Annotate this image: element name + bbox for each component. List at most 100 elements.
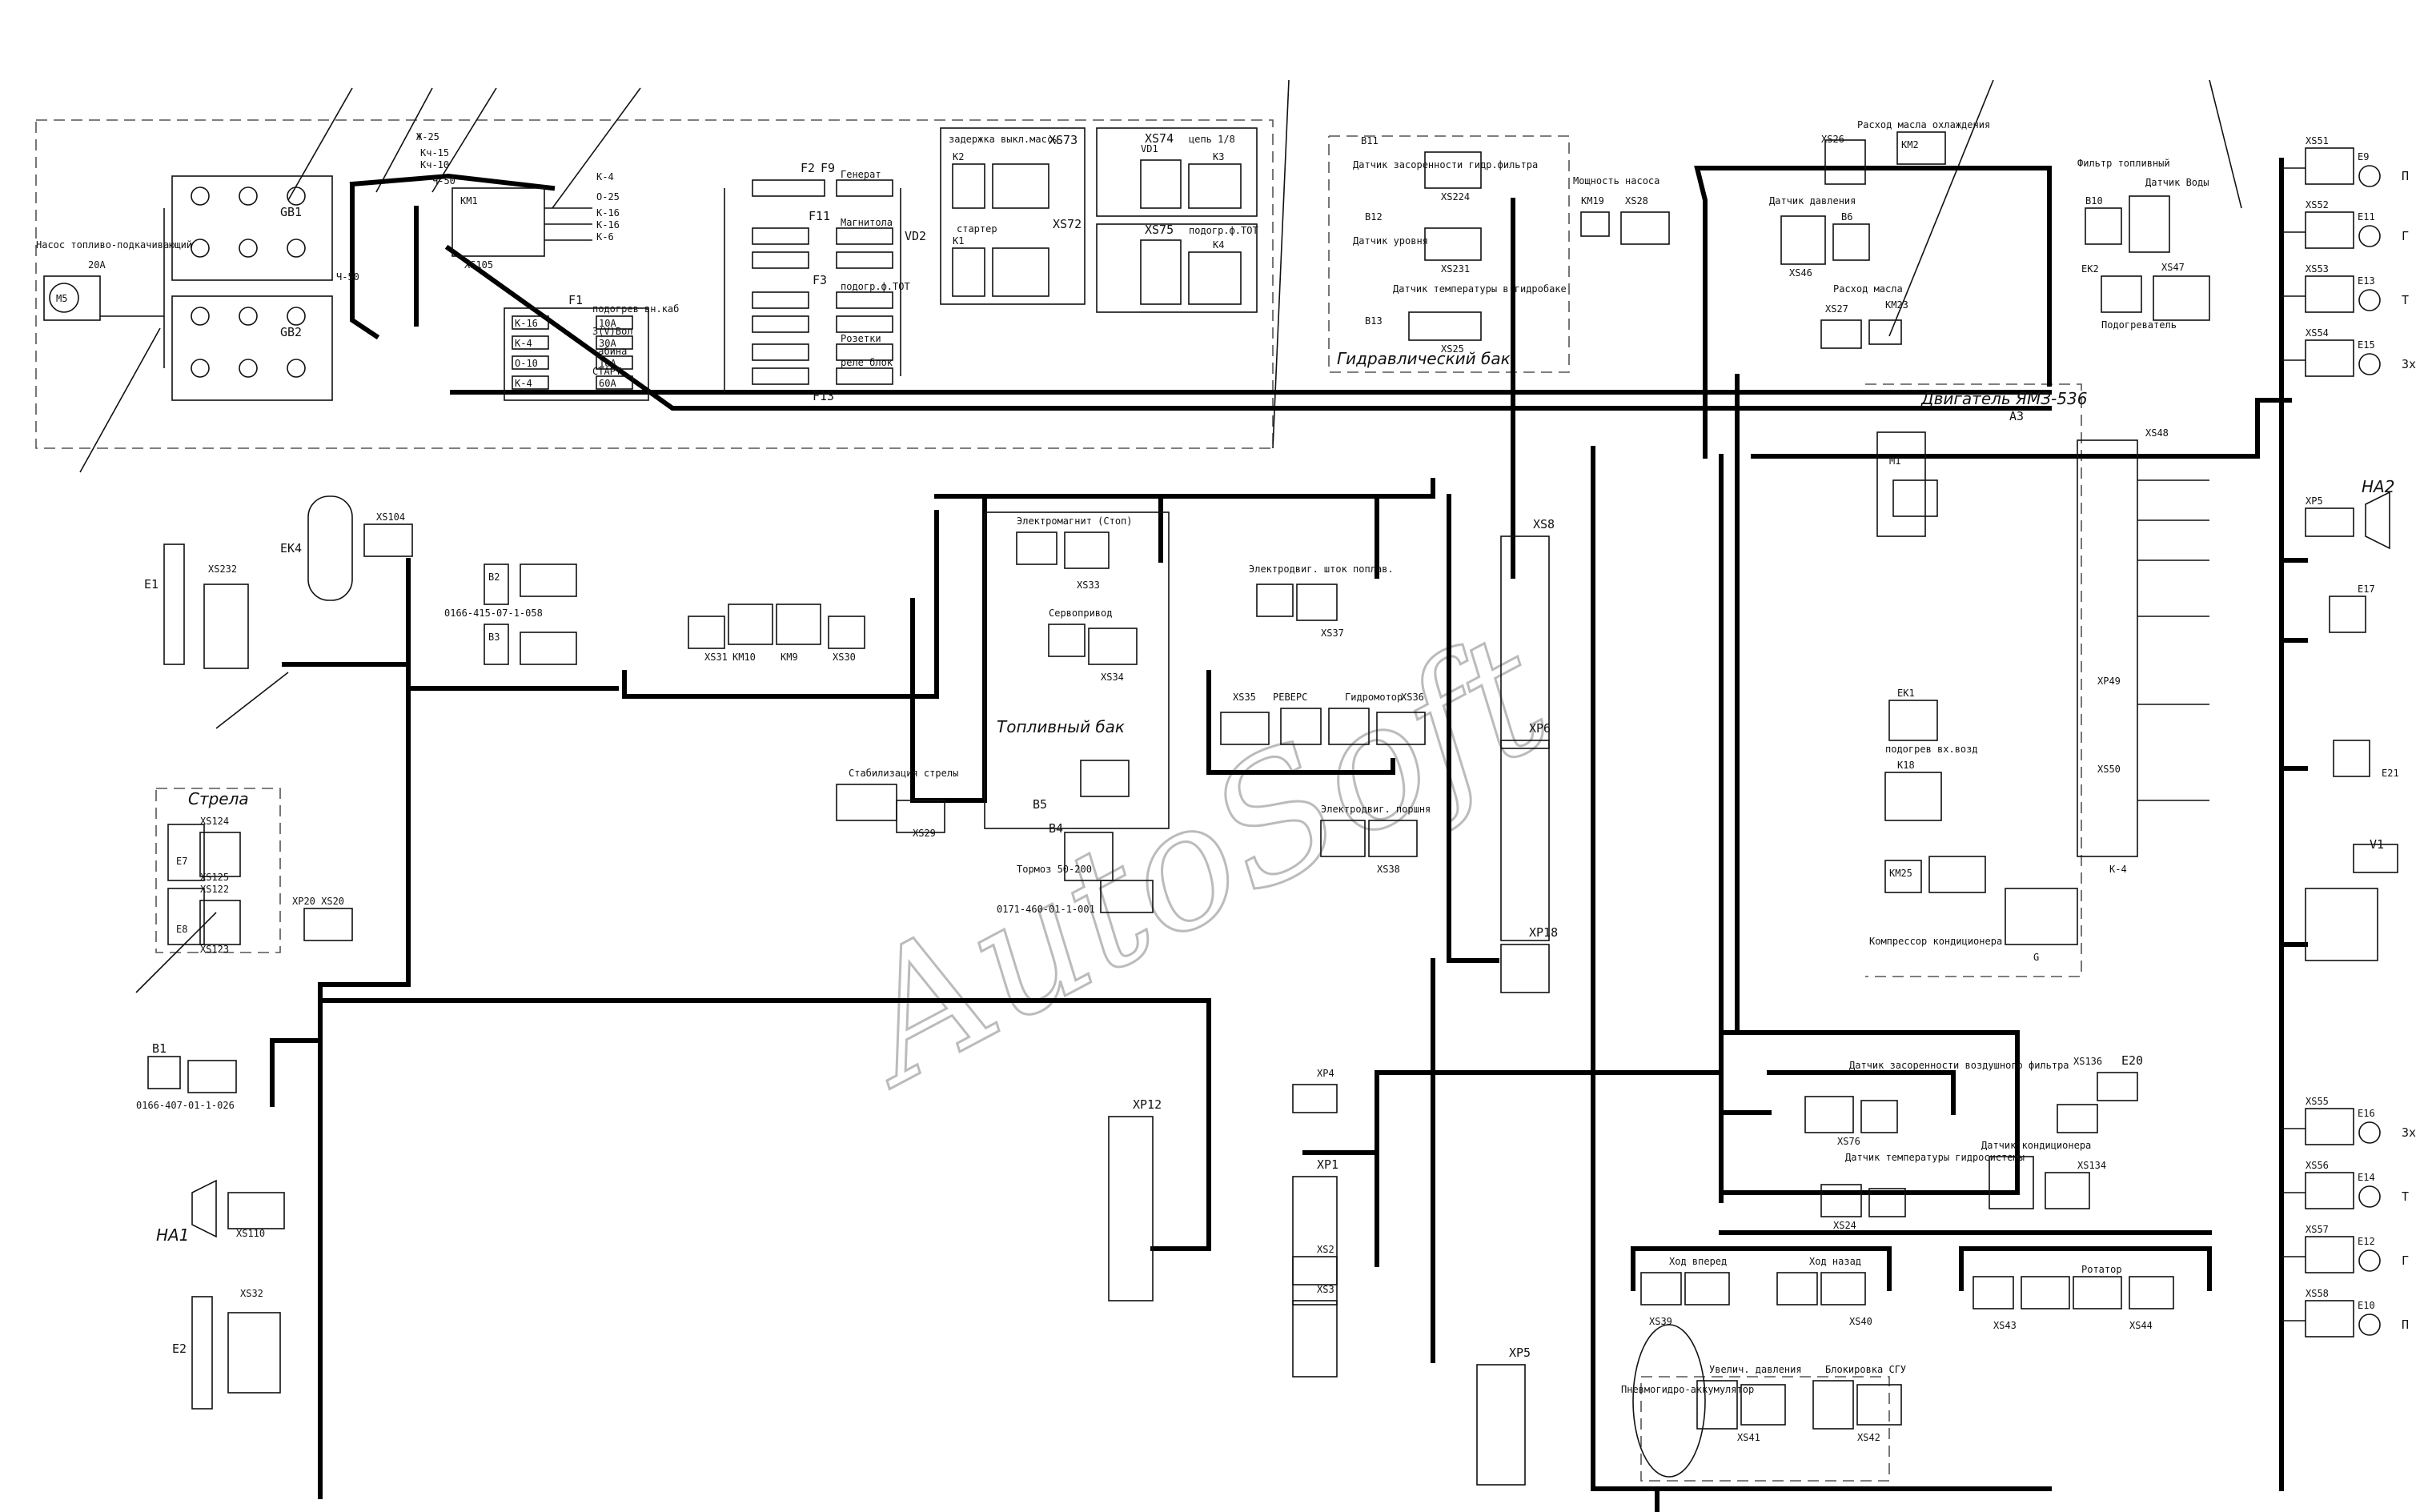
svg-text:Блокировка СГУ: Блокировка СГУ xyxy=(1825,1364,1906,1375)
svg-text:Датчик давления: Датчик давления xyxy=(1769,195,1856,207)
pump-motor-label: M5 xyxy=(56,293,67,304)
svg-text:XS73: XS73 xyxy=(1049,133,1078,147)
svg-text:XS53: XS53 xyxy=(2306,263,2329,275)
svg-text:KM25: KM25 xyxy=(1889,868,1912,879)
svg-text:Стрела: Стрела xyxy=(188,789,249,808)
svg-text:E2: E2 xyxy=(172,1342,187,1356)
svg-text:Датчик кондиционера: Датчик кондиционера xyxy=(1981,1140,2091,1151)
svg-text:РЕВЕРС: РЕВЕРС xyxy=(1273,692,1307,703)
svg-text:E20: E20 xyxy=(2121,1053,2143,1068)
svg-text:K18: K18 xyxy=(1897,760,1915,771)
svg-text:Зх: Зх xyxy=(2402,357,2416,371)
svg-text:XS42: XS42 xyxy=(1857,1432,1880,1443)
svg-text:XS35: XS35 xyxy=(1233,692,1256,703)
svg-text:VD1: VD1 xyxy=(1141,143,1158,154)
watermark: AutoSoft xyxy=(817,596,1578,1125)
supply-label: Ж-25 xyxy=(416,131,439,142)
fuel-pump-title: Насос топливо-подкачивающий xyxy=(36,239,192,251)
svg-text:реле блок: реле блок xyxy=(841,357,893,368)
svg-text:Ход назад: Ход назад xyxy=(1809,1256,1861,1267)
svg-text:Двигатель ЯМЗ-536: Двигатель ЯМЗ-536 xyxy=(1920,389,2087,408)
svg-text:E21: E21 xyxy=(2382,768,2399,779)
battery-gb2: GB2 xyxy=(171,295,333,401)
svg-text:Топливный бак: Топливный бак xyxy=(997,717,1125,736)
svg-text:E7: E7 xyxy=(176,856,187,867)
svg-text:П: П xyxy=(2402,1317,2409,1332)
svg-text:XS31: XS31 xyxy=(704,652,728,663)
relay-block-xs74: XS74 цепь 1/8 K3 VD1 xyxy=(1096,127,1258,217)
svg-text:К-16: К-16 xyxy=(515,318,538,329)
svg-text:3(V)Вол: 3(V)Вол xyxy=(592,326,633,337)
svg-text:E16: E16 xyxy=(2358,1108,2375,1119)
svg-text:XS34: XS34 xyxy=(1101,672,1124,683)
right-devices: E17 E21 V1 xyxy=(2305,584,2399,961)
svg-text:B10: B10 xyxy=(2085,195,2103,207)
svg-text:XS26: XS26 xyxy=(1821,134,1844,145)
svg-text:B11: B11 xyxy=(1361,135,1379,146)
svg-text:F13: F13 xyxy=(813,389,834,403)
svg-text:XS76: XS76 xyxy=(1837,1136,1860,1147)
engine-block: Двигатель ЯМЗ-536 A3 Расход масла охлажд… xyxy=(1769,119,2209,963)
svg-text:F9: F9 xyxy=(821,161,835,175)
svg-text:Т: Т xyxy=(2402,1189,2409,1204)
left-side-devices: EK4 XS104 E1 XS232 Стрела E7 E8 XS124 XS… xyxy=(136,495,865,1410)
svg-text:XS75: XS75 xyxy=(1145,223,1174,237)
svg-text:Мощность насоса: Мощность насоса xyxy=(1573,175,1659,186)
svg-text:XS104: XS104 xyxy=(376,511,405,523)
svg-text:EK1: EK1 xyxy=(1897,688,1915,699)
svg-text:EK4: EK4 xyxy=(280,541,302,555)
svg-text:кабина: кабина xyxy=(592,346,627,357)
svg-text:F3: F3 xyxy=(813,273,827,287)
svg-text:VD2: VD2 xyxy=(905,229,926,243)
svg-text:XS125: XS125 xyxy=(200,872,229,883)
svg-text:KM10: KM10 xyxy=(732,652,756,663)
svg-text:XS3: XS3 xyxy=(1317,1284,1334,1295)
svg-text:E14: E14 xyxy=(2358,1172,2375,1183)
svg-text:XP20 XS20: XP20 XS20 xyxy=(292,896,344,907)
svg-text:E13: E13 xyxy=(2358,275,2375,287)
svg-text:XS56: XS56 xyxy=(2306,1160,2329,1171)
connector-columns: XS8 XP6 XP18 XP5 xyxy=(1476,517,1558,1486)
svg-text:Расход масла охлаждения: Расход масла охлаждения xyxy=(1857,119,1990,130)
supply-label: О-25 xyxy=(596,191,620,203)
svg-text:K2: K2 xyxy=(953,151,964,162)
svg-text:Фильтр топливный: Фильтр топливный xyxy=(2077,158,2170,169)
svg-text:Расход масла: Расход масла xyxy=(1833,283,1903,295)
svg-text:XS28: XS28 xyxy=(1625,195,1648,207)
power-bus xyxy=(270,158,2308,1512)
svg-text:XS43: XS43 xyxy=(1993,1320,2017,1331)
svg-text:Стабилизация стрелы: Стабилизация стрелы xyxy=(849,768,958,779)
svg-text:E12: E12 xyxy=(2358,1236,2375,1247)
svg-text:E15: E15 xyxy=(2358,339,2375,351)
svg-text:M1: M1 xyxy=(1889,455,1900,467)
svg-text:XS8: XS8 xyxy=(1533,517,1555,531)
svg-text:Ход вперед: Ход вперед xyxy=(1669,1256,1727,1267)
km1-label: KM1 xyxy=(460,195,478,207)
svg-text:Датчик Воды: Датчик Воды xyxy=(2145,177,2209,188)
svg-text:HA1: HA1 xyxy=(156,1225,189,1245)
svg-text:XS36: XS36 xyxy=(1401,692,1424,703)
svg-text:EK2: EK2 xyxy=(2081,263,2099,275)
svg-text:подогр.ф.ТОТ: подогр.ф.ТОТ xyxy=(1189,225,1258,236)
svg-text:XS24: XS24 xyxy=(1833,1220,1856,1231)
xs105-label: XS105 xyxy=(464,259,493,271)
supply-label: Ч-50 xyxy=(432,175,456,186)
svg-text:XS33: XS33 xyxy=(1077,580,1100,591)
svg-text:XP5: XP5 xyxy=(2306,495,2323,507)
svg-text:10А: 10А xyxy=(599,358,616,369)
svg-text:Пневмогидро-аккумулятор: Пневмогидро-аккумулятор xyxy=(1621,1384,1754,1395)
svg-text:XS44: XS44 xyxy=(2129,1320,2153,1331)
supply-label: К-16 xyxy=(596,219,620,231)
svg-text:E17: E17 xyxy=(2358,584,2375,595)
svg-text:XS27: XS27 xyxy=(1825,303,1848,315)
svg-text:Ротатор: Ротатор xyxy=(2081,1264,2122,1275)
svg-text:K3: K3 xyxy=(1213,151,1224,162)
svg-text:Увелич. давления: Увелич. давления xyxy=(1709,1364,1802,1375)
svg-text:XS47: XS47 xyxy=(2161,262,2185,273)
svg-text:F11: F11 xyxy=(809,209,830,223)
svg-text:KM2: KM2 xyxy=(1901,139,1919,150)
fuel-pump: Насос топливо-подкачивающий M5 20А xyxy=(36,239,192,321)
svg-text:Гидравлический бак: Гидравлический бак xyxy=(1337,349,1511,368)
